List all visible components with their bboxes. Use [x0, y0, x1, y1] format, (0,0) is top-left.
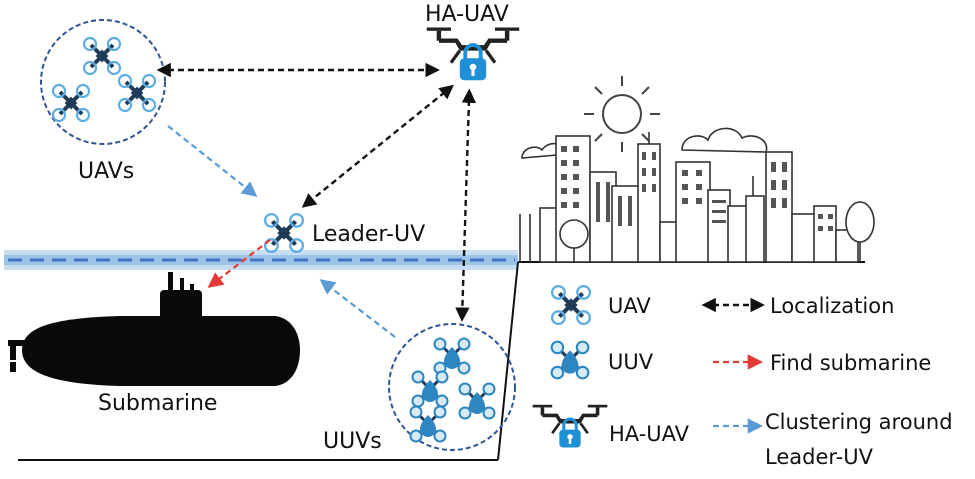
sun-icon — [584, 76, 660, 152]
uuv-icon-4 — [409, 405, 447, 443]
label-uavs: UAVs — [78, 159, 134, 184]
leader-uv-icon — [265, 214, 303, 252]
label-uuvs: UUVs — [323, 429, 382, 454]
label-leader-uv: Leader-UV — [312, 222, 425, 247]
find-submarine-arrow — [207, 239, 271, 288]
legend-ha-uav-icon — [531, 403, 609, 450]
clustering-arrow-uavs — [167, 125, 258, 197]
label-ha-uav: HA-UAV — [425, 2, 509, 27]
legend-clustering-label-2: Leader-UV — [765, 445, 874, 469]
legend-uav-icon — [552, 286, 590, 324]
uav-icon-1 — [82, 36, 122, 76]
localization-arrow-hauav-leader — [301, 84, 454, 208]
legend-clustering-label-1: Clustering around — [765, 410, 953, 434]
uav-cluster-circle — [40, 19, 166, 145]
legend-uuv-label: UUV — [608, 350, 654, 374]
uuv-icon-3 — [458, 382, 496, 420]
legend-localization-label: Localization — [770, 294, 894, 318]
city-skyline-sketch — [519, 127, 875, 263]
legend-uav-label: UAV — [608, 294, 651, 318]
uuv-icon-2 — [411, 370, 449, 408]
legend: UAV UUV HA-UAV Localization Find submari… — [531, 286, 953, 469]
submarine-silhouette — [8, 272, 300, 386]
building-windows — [561, 146, 833, 231]
clustering-arrow-uuvs — [319, 279, 396, 338]
legend-find-submarine-label: Find submarine — [770, 351, 931, 375]
shore-wall-line — [497, 261, 519, 461]
localization-arrow-hauav-uuvs — [455, 88, 477, 322]
uav-icon-2 — [51, 83, 91, 123]
label-submarine: Submarine — [98, 391, 217, 416]
ha-uav-icon — [424, 25, 522, 83]
uuv-cluster-circle — [388, 323, 516, 451]
uav-icon-3 — [117, 73, 157, 113]
legend-ha-uav-label: HA-UAV — [609, 422, 690, 446]
uuv-icon-1 — [433, 337, 471, 375]
legend-uuv-icon — [550, 340, 590, 380]
